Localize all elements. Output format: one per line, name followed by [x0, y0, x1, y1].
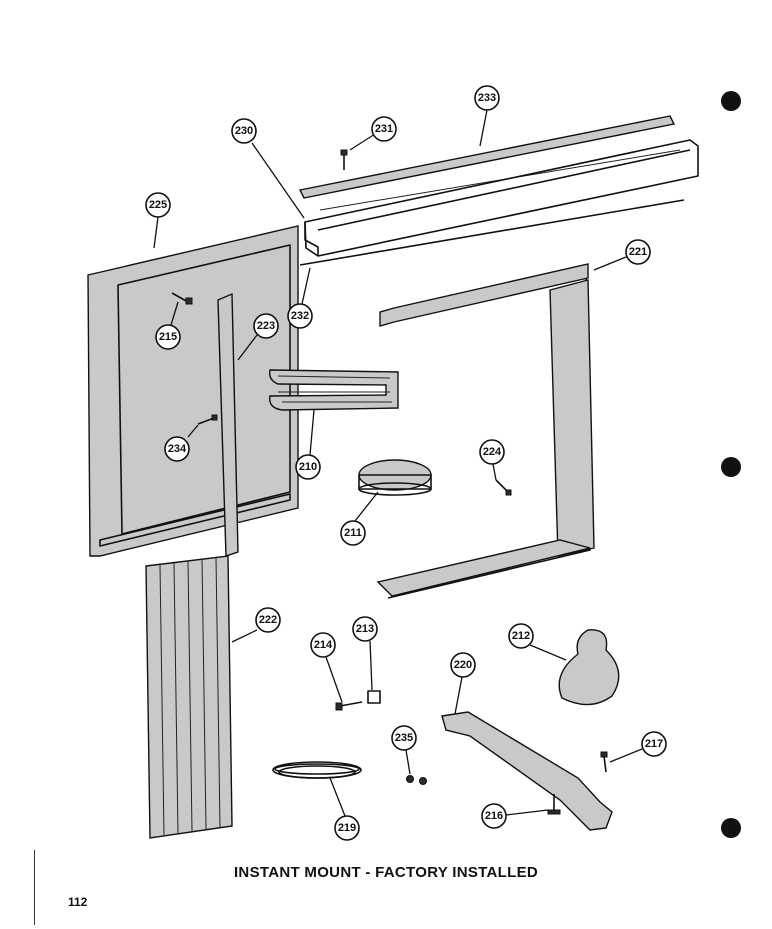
callout-219: 219	[334, 815, 360, 841]
callout-222-label: 222	[259, 614, 277, 626]
part-210-seal	[268, 369, 399, 411]
part-211-roll	[358, 459, 432, 496]
callout-215-label: 215	[159, 331, 177, 343]
part-235-nuts	[406, 775, 427, 785]
callout-223: 223	[253, 313, 279, 339]
punch-hole	[721, 818, 741, 838]
callout-214-label: 214	[314, 639, 333, 651]
callout-222: 222	[255, 607, 281, 633]
part-233-top-rail	[298, 115, 681, 211]
part-214-screw	[335, 701, 363, 711]
callout-233: 233	[474, 85, 500, 111]
callout-221: 221	[625, 239, 651, 265]
punch-hole	[721, 457, 741, 477]
callout-224-label: 224	[483, 446, 502, 458]
leader-lines	[153, 109, 643, 817]
page-number: 112	[68, 895, 88, 909]
callout-230-label: 230	[235, 125, 253, 137]
callout-230: 230	[231, 118, 257, 144]
margin-rule	[34, 850, 35, 925]
callout-234: 234	[164, 436, 190, 462]
part-217-screw	[600, 751, 608, 773]
callout-220-label: 220	[454, 659, 472, 671]
part-220-bracket	[441, 711, 613, 831]
callout-232-label: 232	[291, 310, 309, 322]
part-234-screw	[197, 414, 218, 425]
callout-211: 211	[340, 520, 366, 546]
callout-235-label: 235	[395, 732, 413, 744]
callout-231-label: 231	[375, 123, 393, 135]
part-230-channel	[304, 139, 699, 257]
callout-234-label: 234	[168, 443, 187, 455]
callout-235: 235	[391, 725, 417, 751]
callout-212: 212	[508, 623, 534, 649]
part-219-cable-coil	[272, 761, 362, 779]
callout-212-label: 212	[512, 630, 530, 642]
callout-216: 216	[481, 803, 507, 829]
part-231-screw	[340, 149, 348, 170]
part-222-accordion-curtain	[145, 555, 233, 839]
part-224-screw	[495, 479, 512, 496]
callout-210-label: 210	[299, 461, 317, 473]
part-212-boot	[558, 629, 620, 706]
part-215-screw	[171, 292, 193, 305]
callout-233-label: 233	[478, 92, 496, 104]
part-232-strip	[299, 199, 685, 266]
callout-217: 217	[641, 731, 667, 757]
callout-224: 224	[479, 439, 505, 465]
part-225-left-frame	[87, 225, 299, 557]
part-221-right-frame	[376, 263, 595, 599]
callout-231: 231	[371, 116, 397, 142]
callouts: 233 231 230 225 221 232 215 223 234 210 …	[145, 85, 667, 841]
part-223-vertical-bar	[217, 292, 239, 557]
callout-214: 214	[310, 632, 336, 658]
callout-221-label: 221	[629, 246, 647, 258]
part-216-screw	[547, 794, 561, 815]
callout-211-label: 211	[344, 527, 362, 539]
callout-217-label: 217	[645, 738, 663, 750]
callout-215: 215	[155, 324, 181, 350]
callout-225: 225	[145, 192, 171, 218]
callout-220: 220	[450, 652, 476, 678]
callout-213-label: 213	[356, 623, 374, 635]
callout-232: 232	[287, 303, 313, 329]
callout-216-label: 216	[485, 810, 503, 822]
callout-219-label: 219	[338, 822, 356, 834]
callout-213: 213	[352, 616, 378, 642]
diagram-caption: INSTANT MOUNT - FACTORY INSTALLED	[233, 864, 539, 881]
callout-210: 210	[295, 454, 321, 480]
callout-223-label: 223	[257, 320, 275, 332]
callout-225-label: 225	[149, 199, 167, 211]
punch-hole	[721, 91, 741, 111]
part-213-nut	[367, 690, 381, 704]
